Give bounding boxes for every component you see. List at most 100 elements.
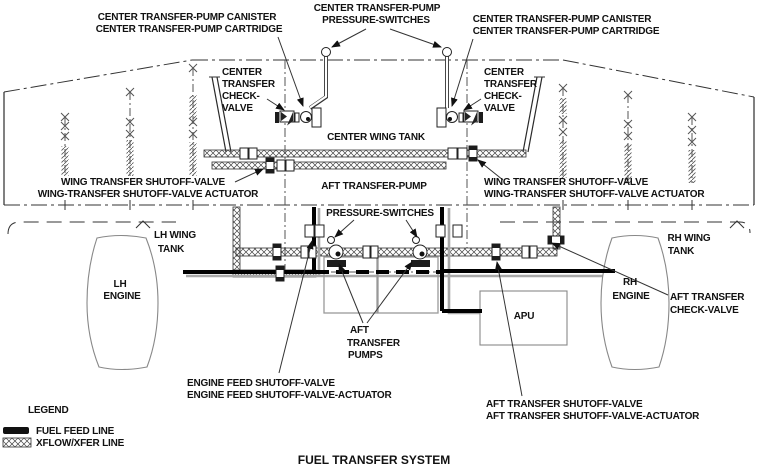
leader-wing-shutoff-right (477, 159, 504, 181)
xflow-line-swatch (2, 437, 32, 448)
aft-pump-box-right (377, 256, 439, 314)
label-check-valve-right-4: VALVE (484, 103, 515, 114)
wing-rib (188, 63, 198, 176)
label-aft-shutoff-2: AFT TRANSFER SHUTOFF-VALVE-ACTUATOR (486, 411, 700, 422)
apu-box (479, 290, 568, 346)
diagram-labels: CENTER TRANSFER-PUMP CANISTER CENTER TRA… (38, 3, 746, 422)
center-wing-tank-walls (209, 76, 545, 153)
label-check-valve-left-3: CHECK- (222, 91, 260, 102)
rh-engine-shape (600, 234, 670, 371)
tank-left-wall (211, 76, 232, 153)
leader-ps-top-right (389, 28, 442, 48)
lh-transfer-valve-icon (275, 265, 285, 282)
label-aft-check-valve-1: AFT TRANSFER (670, 292, 745, 303)
center-tank-bottom-xfer-line (203, 149, 527, 158)
label-pressure-switches-mid: PRESSURE-SWITCHES (326, 208, 434, 219)
leader-lines (234, 28, 669, 397)
label-engine-feed-2: ENGINE FEED SHUTOFF-VALVE-ACTUATOR (187, 390, 392, 401)
label-aft-pumps-3: PUMPS (348, 350, 383, 361)
label-check-valve-left-2: TRANSFER (222, 79, 276, 90)
label-canister-right-2: CENTER TRANSFER-PUMP CARTRIDGE (473, 26, 660, 37)
label-lh-engine-1: LH (114, 279, 127, 290)
aft-pump-box-left (323, 256, 378, 314)
fuel-feed-lines (183, 207, 615, 313)
aft-transfer-pump-left-icon (327, 236, 346, 267)
leader-check-valve-right (463, 98, 482, 111)
leader-check-valve-left (266, 98, 285, 111)
center-transfer-pump-right-icon (436, 107, 483, 128)
label-lh-engine-2: ENGINE (103, 291, 141, 302)
aft-transfer-shutoff-valve-icon (491, 243, 501, 261)
label-check-valve-left-4: VALVE (222, 103, 253, 114)
left-belly-line (7, 221, 176, 235)
transfer-valve-icon (272, 243, 282, 261)
lh-transfer-riser (232, 206, 241, 274)
label-apu: APU (514, 311, 535, 322)
rib-station-ticks (64, 200, 693, 210)
legend: LEGEND FUEL FEED LINE XFLOW/XFER LINE (2, 405, 125, 449)
leader-engine-feed (278, 240, 314, 374)
coupling-icon (239, 147, 538, 259)
label-rh-engine-2: ENGINE (612, 291, 650, 302)
label-wing-shutoff-left-1: WING TRANSFER SHUTOFF-VALVE (61, 177, 226, 188)
label-canister-left-1: CENTER TRANSFER-PUMP CANISTER (98, 12, 277, 23)
label-rh-engine-1: RH (623, 277, 637, 288)
center-transfer-pump-left-icon (275, 107, 322, 128)
lh-engine-shape (86, 234, 159, 371)
leader-aft-shutoff (495, 261, 523, 397)
leader-aft-check-valve (551, 242, 669, 296)
legend-fuel-feed-label: FUEL FEED LINE (36, 426, 115, 437)
wing-transfer-line (211, 161, 447, 170)
component-symbols (239, 47, 565, 282)
aft-pressure-switch-right-icon (412, 236, 420, 244)
label-wing-shutoff-right-2: WING-TRANSFER SHUTOFF-VALVE ACTUATOR (484, 189, 705, 200)
aft-pressure-switch-left-icon (327, 236, 335, 244)
leader-aft-pumps-right (366, 261, 413, 324)
right-belly-line (500, 221, 751, 234)
label-aft-transfer-pump: AFT TRANSFER-PUMP (321, 181, 427, 192)
pressure-switch-pipe (308, 56, 449, 110)
label-ps-top-1: CENTER TRANSFER-PUMP (314, 3, 441, 14)
fuel-feed-line-swatch (3, 427, 29, 434)
legend-xflow-label: XFLOW/XFER LINE (36, 438, 125, 449)
label-aft-pumps-1: AFT (350, 325, 369, 336)
label-canister-right-1: CENTER TRANSFER-PUMP CANISTER (473, 14, 652, 25)
wing-rib (60, 112, 70, 176)
label-aft-shutoff-1: AFT TRANSFER SHUTOFF-VALVE (486, 399, 643, 410)
leader-wing-shutoff-left (234, 168, 264, 183)
leader-canister-left (277, 36, 304, 107)
engine-feed-shutoff-valve-icon (304, 224, 463, 238)
leader-ps-mid-right (405, 219, 418, 238)
aft-transfer-check-valve-icon (547, 235, 565, 245)
label-lh-wing-tank-1: LH WING (154, 230, 196, 241)
wing-rib (687, 112, 697, 183)
label-engine-feed-1: ENGINE FEED SHUTOFF-VALVE (187, 378, 335, 389)
wing-rib (125, 87, 135, 176)
xfer-lines (203, 149, 561, 278)
label-center-wing-tank: CENTER WING TANK (327, 132, 426, 143)
aft-transfer-line (235, 247, 558, 257)
legend-title: LEGEND (28, 405, 68, 416)
label-check-valve-left-1: CENTER (222, 67, 263, 78)
wing-rib (558, 83, 568, 178)
label-rh-wing-tank-1: RH WING (667, 233, 710, 244)
center-pressure-switch-left-icon (321, 47, 331, 57)
leader-ps-top-left (331, 28, 367, 48)
airframe-outline (3, 59, 755, 235)
label-aft-check-valve-2: CHECK-VALVE (670, 305, 739, 316)
wing-rib (623, 90, 633, 183)
label-check-valve-right-3: CHECK- (484, 91, 522, 102)
right-wing-top-edge (562, 59, 755, 98)
lh-wing-tank-brace (135, 220, 151, 229)
wing-transfer-shutoff-valve-right-icon (468, 145, 478, 162)
label-rh-wing-tank-2: TANK (668, 246, 695, 257)
label-aft-pumps-2: TRANSFER (347, 338, 401, 349)
label-ps-top-2: PRESSURE-SWITCHES (322, 15, 430, 26)
leader-aft-pumps-left (338, 263, 364, 324)
wing-transfer-shutoff-valve-left-icon (265, 157, 275, 174)
label-lh-wing-tank-2: TANK (158, 244, 185, 255)
diagram-title: FUEL TRANSFER SYSTEM (298, 453, 450, 467)
center-pressure-switch-right-icon (442, 47, 452, 57)
label-wing-shutoff-right-1: WING TRANSFER SHUTOFF-VALVE (484, 177, 649, 188)
